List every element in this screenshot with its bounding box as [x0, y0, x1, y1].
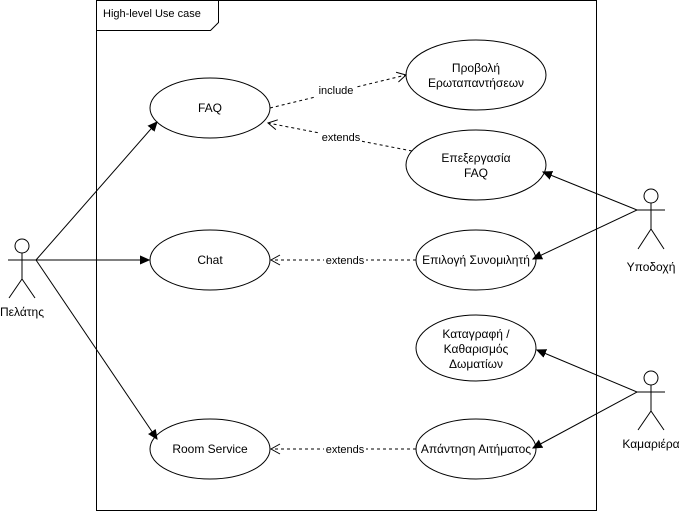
- use-case-select-contact-label: Επιλογή Συνομιλητή: [422, 253, 530, 267]
- use-case-view-faq[interactable]: Προβολή Ερωταπαντήσεων: [405, 39, 547, 111]
- use-case-faq-label: FAQ: [198, 101, 222, 115]
- relation-extends-chat[interactable]: extends: [269, 253, 416, 267]
- use-case-room-log-line2: Καθαρισμός: [444, 342, 509, 356]
- use-case-view-faq-line1: Προβολή: [452, 61, 500, 75]
- relation-extends-room-label: extends: [326, 444, 365, 456]
- use-case-room-log[interactable]: Καταγραφή / Καθαρισμός Δωματίων: [415, 314, 537, 382]
- relation-include-label: include: [319, 85, 354, 97]
- association-reception-edit-faq[interactable]: [543, 172, 638, 211]
- use-case-edit-faq-line2: FAQ: [464, 166, 488, 180]
- use-case-faq[interactable]: FAQ: [149, 77, 271, 139]
- association-reception-select-contact[interactable]: [533, 209, 638, 259]
- use-case-edit-faq[interactable]: Επεξεργασία FAQ: [405, 129, 547, 201]
- relation-extends-chat-label: extends: [326, 255, 365, 267]
- use-case-room-service[interactable]: Room Service: [149, 418, 271, 480]
- use-case-room-log-line1: Καταγραφή /: [442, 327, 510, 341]
- use-case-select-contact[interactable]: Επιλογή Συνομιλητή: [415, 229, 537, 291]
- actor-customer-label: Πελάτης: [0, 305, 44, 319]
- actor-maid-label: Καμαριέρα: [622, 437, 679, 451]
- actor-customer[interactable]: Πελάτης: [0, 238, 44, 319]
- stick-figure-icon: [637, 188, 665, 250]
- actor-maid[interactable]: Καμαριέρα: [622, 370, 680, 451]
- association-maid-request-reply[interactable]: [533, 391, 638, 448]
- actor-reception-label: Υποδοχή: [627, 260, 676, 274]
- use-case-room-log-line3: Δωματίων: [449, 357, 503, 371]
- relation-extends-faq-label: extends: [322, 132, 361, 144]
- stick-figure-icon: [637, 370, 665, 431]
- actor-reception[interactable]: Υποδοχή: [627, 188, 676, 274]
- frame-title: High-level Use case: [103, 8, 201, 20]
- use-case-chat-label: Chat: [197, 253, 223, 267]
- use-case-room-service-label: Room Service: [172, 442, 248, 456]
- association-maid-room-log[interactable]: [537, 350, 638, 393]
- association-customer-room-service[interactable]: [35, 259, 157, 439]
- use-case-request-reply[interactable]: Απάντηση Αιτήματος: [415, 418, 537, 480]
- use-case-request-reply-label: Απάντηση Αιτήματος: [421, 442, 531, 456]
- relation-extends-room[interactable]: extends: [269, 442, 416, 456]
- stick-figure-icon: [8, 238, 36, 299]
- association-customer-faq[interactable]: [35, 122, 157, 261]
- relation-include[interactable]: include: [269, 71, 408, 109]
- use-case-chat[interactable]: Chat: [149, 229, 271, 291]
- relation-extends-faq[interactable]: extends: [266, 119, 413, 152]
- use-case-view-faq-line2: Ερωταπαντήσεων: [428, 76, 524, 90]
- use-case-edit-faq-line1: Επεξεργασία: [441, 151, 510, 165]
